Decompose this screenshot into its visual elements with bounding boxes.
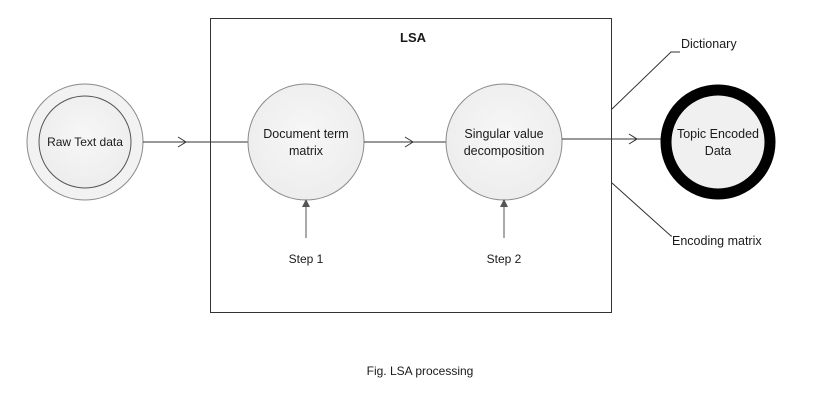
step2-arrowhead: [500, 199, 508, 207]
topic-encoded-node: [660, 84, 776, 200]
document-term-matrix-label-1: Document term: [263, 127, 348, 141]
arrowhead-docterm-to-svd: [404, 136, 414, 148]
raw-text-node-inner: [38, 95, 132, 189]
arrowhead-raw-to-docterm: [177, 136, 187, 148]
step1-label: Step 1: [289, 252, 324, 266]
topic-encoded-label-1: Topic Encoded: [677, 127, 759, 141]
step2-label: Step 2: [487, 252, 522, 266]
raw-text-label: Raw Text data: [47, 135, 123, 149]
arrowhead-svd-to-topic: [628, 133, 638, 145]
dictionary-label: Dictionary: [681, 37, 737, 51]
svd-node: [445, 83, 563, 201]
svd-label-2: decomposition: [464, 144, 545, 158]
lsa-box-title: LSA: [400, 30, 427, 45]
encoding-matrix-label: Encoding matrix: [672, 234, 762, 248]
encoding-matrix-callout-line: [611, 182, 672, 237]
step1-arrowhead: [302, 199, 310, 207]
lsa-box: [210, 18, 612, 313]
figure-caption: Fig. LSA processing: [367, 364, 474, 378]
document-term-matrix-node: [247, 83, 365, 201]
dictionary-callout-line: [611, 51, 680, 110]
topic-encoded-label-2: Data: [705, 144, 731, 158]
document-term-matrix-label-2: matrix: [289, 144, 324, 158]
svd-label-1: Singular value: [464, 127, 543, 141]
